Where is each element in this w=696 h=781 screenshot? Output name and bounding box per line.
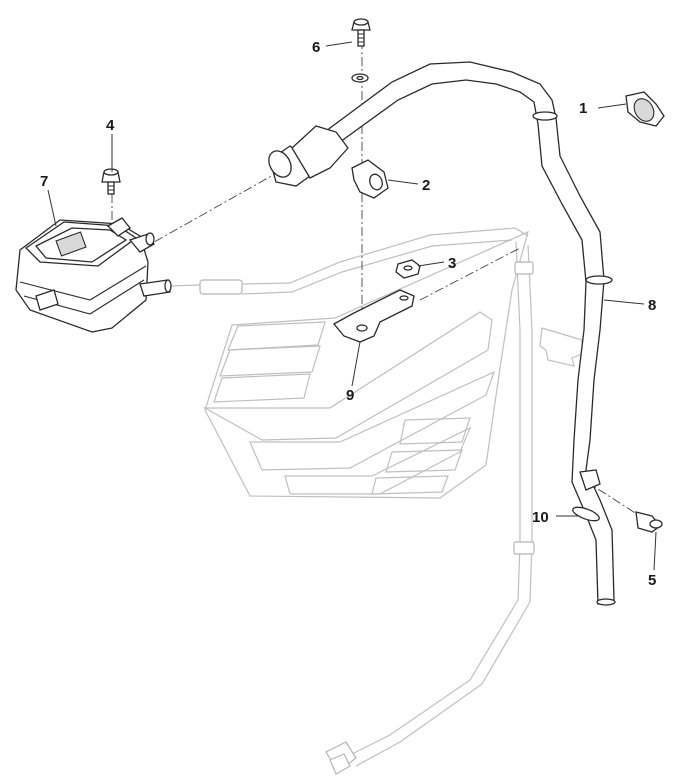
- leader-lines: [47, 41, 657, 571]
- bracket-9: [332, 289, 415, 343]
- fuel-filter-canister: [15, 217, 172, 333]
- callout-6: 6: [312, 39, 320, 56]
- screw-5: [635, 511, 663, 533]
- callout-10: 10: [532, 509, 549, 526]
- screw-4: [101, 168, 121, 195]
- ghost-fuel-line: [167, 227, 583, 775]
- callout-3: 3: [448, 255, 456, 272]
- p-clip-2: [351, 159, 389, 199]
- callout-5: 5: [648, 572, 656, 589]
- callouts: 1 2 3 4 5 6 7 8 9 10: [40, 39, 656, 589]
- vent-hose: [268, 61, 616, 606]
- clamp-1: [625, 91, 665, 127]
- callout-1: 1: [579, 100, 587, 117]
- callout-2: 2: [422, 177, 430, 194]
- clamp-10: [579, 469, 601, 491]
- callout-8: 8: [648, 297, 656, 314]
- callout-7: 7: [40, 173, 48, 190]
- ghost-fuel-tank: [202, 230, 529, 499]
- nut-3: [395, 259, 421, 279]
- callout-9: 9: [346, 387, 354, 404]
- callout-4: 4: [106, 117, 115, 134]
- bolt-6: [351, 18, 371, 83]
